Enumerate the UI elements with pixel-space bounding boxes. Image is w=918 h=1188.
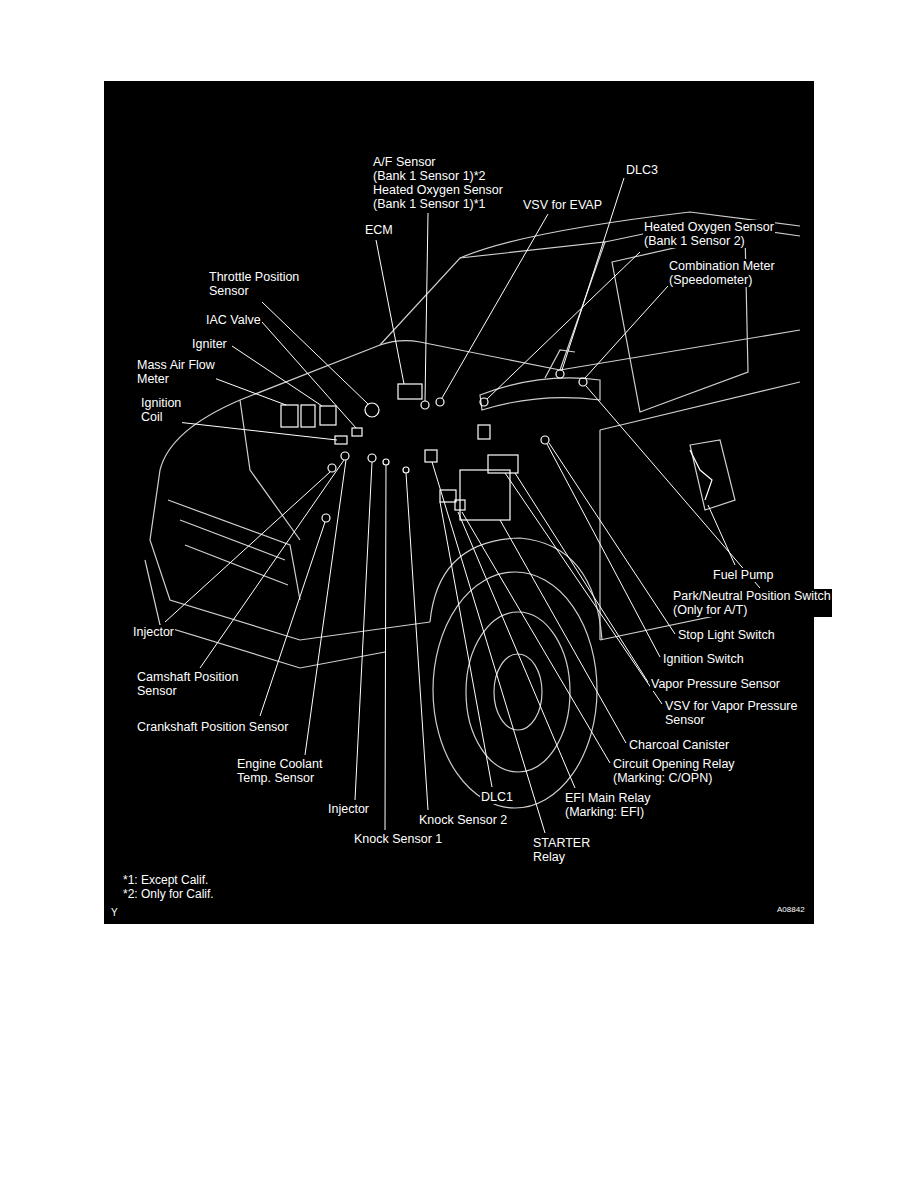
part-label: Park/Neutral Position Switch (Only for A… <box>672 589 832 617</box>
part-label: Ignition Coil <box>140 396 182 424</box>
part-label: Fuel Pump <box>712 568 774 582</box>
part-label: DLC3 <box>625 163 659 177</box>
part-label: Igniter <box>191 337 228 351</box>
part-label: Ignition Switch <box>662 652 745 666</box>
part-label: Injector <box>132 625 175 639</box>
part-label: VSV for EVAP <box>522 198 603 212</box>
part-label: Circuit Opening Relay (Marking: C/OPN) <box>612 757 736 785</box>
part-label: Charcoal Canister <box>628 738 730 752</box>
part-label: Knock Sensor 2 <box>418 813 508 827</box>
truck-outline <box>145 212 800 808</box>
part-label: *2: Only for Calif. <box>122 887 215 901</box>
part-label: Stop Light Switch <box>677 628 776 642</box>
part-label: Crankshaft Position Sensor <box>136 720 289 734</box>
part-label: Vapor Pressure Sensor <box>650 677 781 691</box>
part-label: VSV for Vapor Pressure Sensor <box>664 699 798 727</box>
part-label: Injector <box>327 802 370 816</box>
part-label: Knock Sensor 1 <box>353 832 443 846</box>
part-label: Heated Oxygen Sensor (Bank 1 Sensor 1)*1 <box>372 183 504 211</box>
part-label: A/F Sensor (Bank 1 Sensor 1)*2 <box>372 155 487 183</box>
part-label: Heated Oxygen Sensor (Bank 1 Sensor 2) <box>643 220 775 248</box>
part-label: ECM <box>364 223 394 237</box>
part-label: Mass Air Flow Meter <box>136 358 216 386</box>
part-label: Engine Coolant Temp. Sensor <box>236 757 323 785</box>
panel <box>103 80 815 925</box>
part-label: *1: Except Calif. <box>122 873 209 887</box>
part-label: Y <box>110 907 119 919</box>
part-label: Throttle Position Sensor <box>208 270 300 298</box>
engine-parts <box>281 370 712 522</box>
part-label: Camshaft Position Sensor <box>136 670 239 698</box>
part-label: STARTER Relay <box>532 836 591 864</box>
part-label: EFI Main Relay (Marking: EFI) <box>564 791 651 819</box>
part-label: IAC Valve <box>205 313 262 327</box>
part-label: DLC1 <box>480 790 514 804</box>
part-label: A08842 <box>776 905 806 914</box>
part-label: Combination Meter (Speedometer) <box>668 259 776 287</box>
